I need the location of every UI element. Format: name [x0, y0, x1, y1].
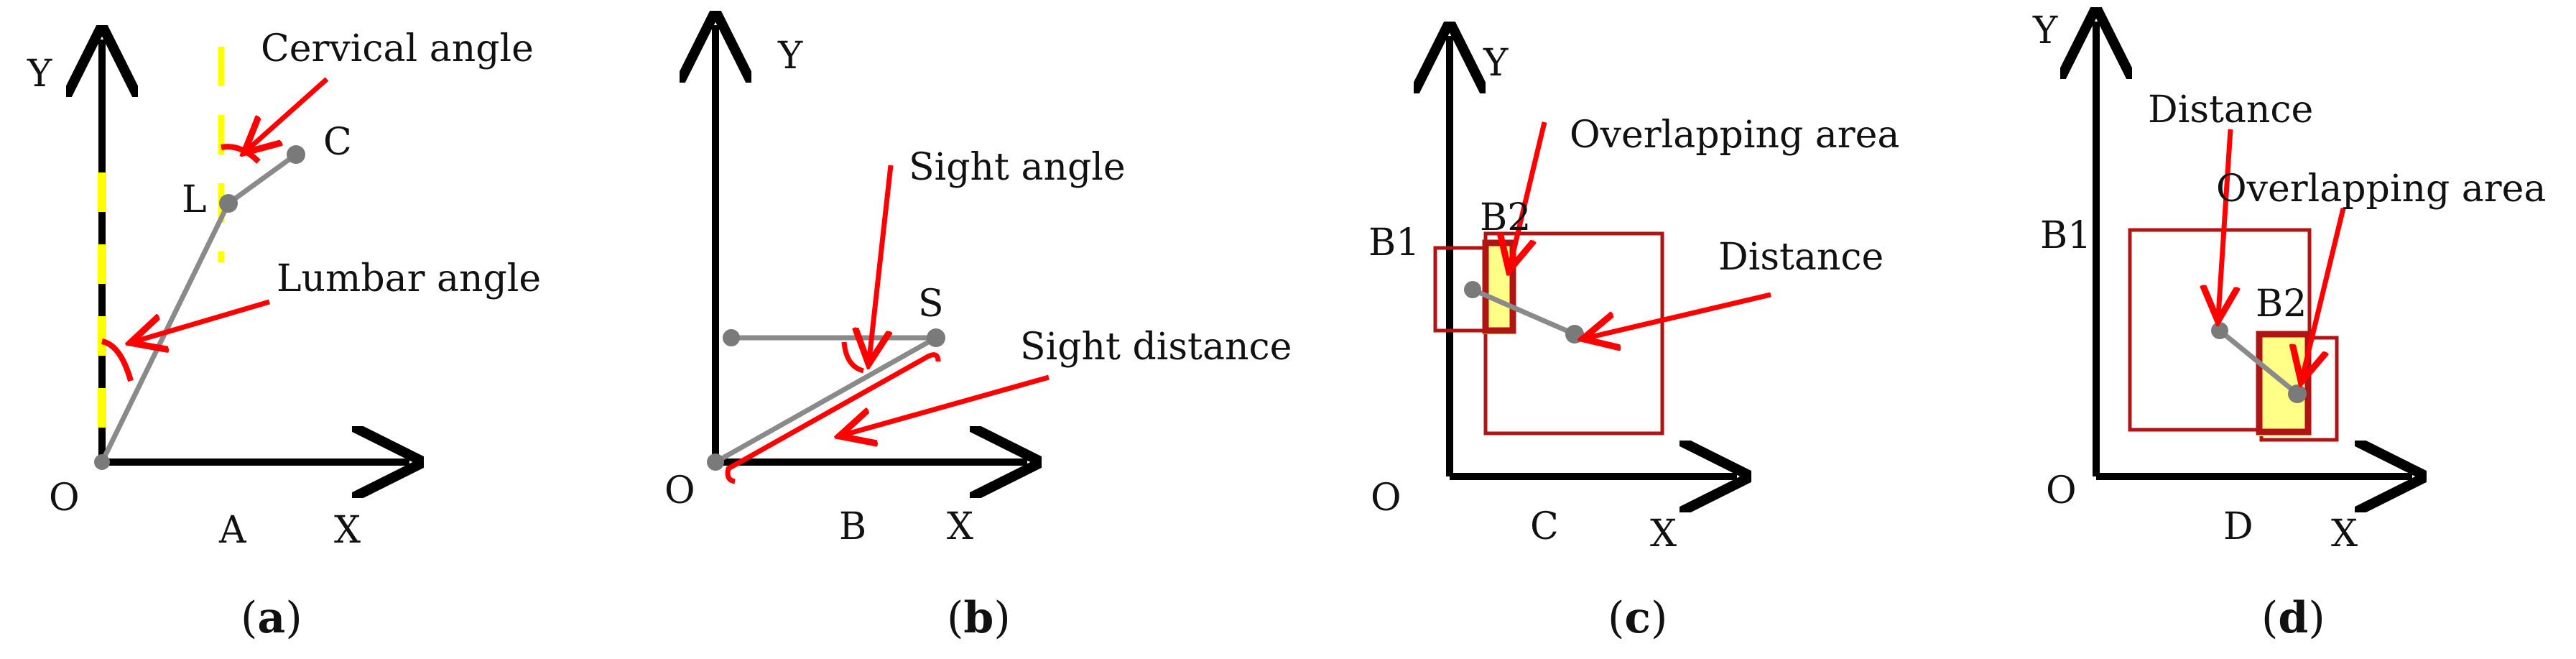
panel-c-overlap-label: Overlapping area [1570, 114, 1899, 157]
panel-c-x-label: X [1650, 512, 1677, 556]
panel-c-B2-label: B2 [1480, 196, 1531, 239]
panel-a-point-O [94, 454, 110, 470]
panel-b-distance-bracket [725, 352, 941, 484]
panel-c-caption: (c) [1608, 593, 1667, 643]
panel-a-cervical-arc [221, 144, 261, 164]
panel-a-point-L [219, 194, 238, 213]
panel-c: Y X O C B1 B2 Overlapping area Distance … [1368, 36, 1899, 643]
panel-b-sight-segment [714, 335, 937, 465]
panel-d-D-label: D [2223, 505, 2253, 548]
panel-c-distance-segment [1471, 287, 1576, 337]
panel-c-C-label: C [1530, 505, 1559, 548]
panel-b-sight-distance-label: Sight distance [1020, 326, 1292, 369]
panel-d-distance-arrow [2218, 129, 2230, 316]
panel-b-B-label: B [839, 505, 866, 548]
panel-a-C-label: C [323, 121, 352, 164]
panel-b-sight-angle-arrow [869, 165, 894, 359]
panel-b-point-S [927, 328, 945, 347]
panel-d-distance-label: Distance [2148, 88, 2313, 132]
panel-a-point-C [287, 145, 305, 164]
panel-b-distance-arrow [844, 374, 1050, 435]
panel-d-overlap-arrow [2302, 208, 2346, 377]
panel-d-B2-label: B2 [2256, 282, 2307, 326]
panel-a-A-label: A [218, 509, 247, 552]
panel-d-box-B1 [2128, 228, 2312, 432]
panel-b-origin-label: O [664, 469, 695, 512]
panel-b-x-label: X [947, 505, 973, 548]
panel-b-caption: (b) [947, 593, 1011, 643]
panel-b-sight-angle-arc [841, 341, 865, 374]
panel-b: Y X O B S Sight angle Sight distance (b) [664, 25, 1292, 643]
panel-d-B1-label: B1 [2040, 214, 2091, 257]
panel-d: Y X O D B1 B2 Distance Overlapping area … [2032, 9, 2546, 643]
panel-a-origin-label: O [49, 476, 80, 520]
panel-a-lumbar-arrow [135, 299, 270, 341]
panel-d-caption: (d) [2261, 593, 2325, 643]
panel-a-y-label: Y [27, 52, 52, 96]
panel-a: Y X O A L C Cervical angle Lumbar angle … [27, 27, 541, 643]
panel-c-distance-arrow [1588, 292, 1771, 338]
panel-a-cervical-label: Cervical angle [261, 27, 534, 70]
panel-a-lumbar-label: Lumbar angle [277, 257, 541, 300]
panel-c-center-C [1565, 325, 1584, 344]
panel-d-overlap-label: Overlapping area [2216, 167, 2546, 211]
panel-c-center-B1 [1464, 281, 1481, 298]
panel-c-distance-label: Distance [1718, 236, 1884, 279]
panel-b-y-label: Y [777, 34, 803, 78]
panel-a-x-label: X [334, 509, 361, 552]
panel-a-lumbar-arc [101, 338, 134, 382]
panel-d-x-label: X [2331, 512, 2358, 556]
panel-c-overlap-arrow [1510, 121, 1547, 266]
panel-a-L-label: L [182, 178, 207, 221]
panel-b-point-left [723, 329, 740, 346]
panel-d-y-label: Y [2032, 9, 2058, 52]
panel-d-center-B2 [2288, 384, 2307, 403]
panel-c-B1-label: B1 [1368, 221, 1419, 264]
panel-c-origin-label: O [1371, 476, 1401, 520]
panel-d-center-B1 [2211, 322, 2228, 339]
panel-b-S-label: S [918, 282, 944, 326]
panel-c-y-label: Y [1483, 42, 1509, 85]
panel-a-segment-LC [226, 152, 298, 206]
panel-b-sight-angle-label: Sight angle [909, 146, 1126, 189]
panel-d-origin-label: O [2046, 469, 2077, 512]
panel-d-distance-segment [2218, 328, 2299, 396]
panel-a-caption: (a) [241, 593, 302, 643]
panel-b-point-O [707, 453, 724, 471]
panel-a-cervical-arrow [248, 77, 329, 149]
